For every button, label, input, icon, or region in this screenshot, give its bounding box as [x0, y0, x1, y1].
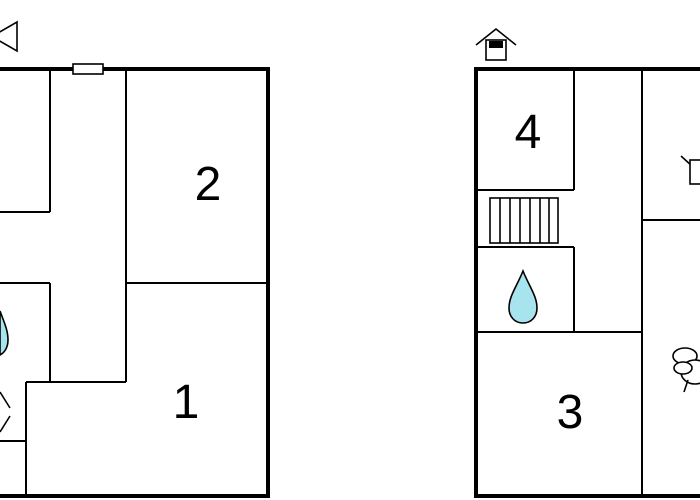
window-icon: [72, 63, 104, 75]
left-floor-plan: 2 1: [0, 20, 270, 498]
room-2-label: 2: [195, 158, 222, 211]
kitchen-pot-icon: [0, 391, 11, 433]
kitchen-pot-icon: [680, 155, 700, 185]
room-4-label: 4: [515, 106, 542, 159]
room-1-label: 1: [173, 376, 200, 429]
house-icon: [475, 27, 517, 61]
water-drop-icon: [508, 268, 538, 324]
right-floor-plan: 4 3: [474, 27, 700, 498]
stairs-icon: [489, 197, 559, 244]
speaker-icon: [0, 20, 18, 53]
right-plan-outer-wall: [474, 67, 700, 498]
dining-table-icon: [672, 347, 700, 393]
water-drop-icon: [0, 310, 9, 356]
room-3-label: 3: [557, 386, 584, 439]
